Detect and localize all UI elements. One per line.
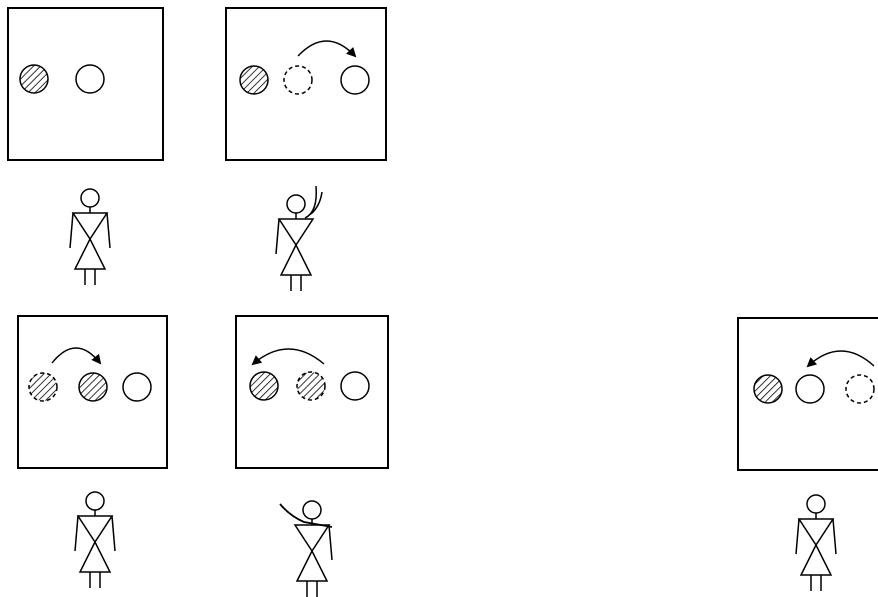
arrow-right: [297, 40, 357, 58]
arrow-left: [806, 350, 875, 368]
figure-head: [85, 491, 105, 511]
stick-figure-standing: [795, 494, 837, 591]
figure-left-arm: [74, 515, 79, 552]
figure-head: [302, 500, 322, 520]
stick-figure-standing: [74, 491, 116, 588]
hatched-circle-dashed: [28, 372, 58, 402]
figure-skirt: [799, 543, 833, 576]
empty-circle: [340, 65, 370, 95]
empty-circle: [122, 372, 152, 402]
figure-head: [286, 194, 306, 214]
hatched-circle: [239, 65, 269, 95]
figure-torso: [293, 524, 331, 553]
figure-right-arm: [328, 524, 333, 561]
figure-torso: [797, 518, 835, 547]
hatched-circle-dashed: [296, 371, 326, 401]
figure-right-arm-outline: [310, 191, 323, 215]
arrow-left: [251, 348, 325, 366]
figure-left-arm: [275, 218, 280, 255]
stick-figure-right-arm-raised: [275, 185, 323, 291]
figure-right-arm: [106, 212, 111, 249]
figure-skirt: [295, 549, 329, 582]
panel-bottom-left: [17, 315, 168, 588]
panel-top-second: [225, 7, 387, 291]
figure-skirt: [279, 243, 313, 276]
figure-head: [806, 494, 826, 514]
figure-right-arm: [111, 515, 116, 552]
figure-torso: [76, 515, 114, 544]
arrow-right: [51, 347, 102, 365]
figure-skirt: [78, 540, 112, 573]
empty-circle-dashed: [845, 374, 875, 404]
stick-figure-standing: [69, 188, 111, 285]
figure-torso: [277, 218, 315, 247]
figure-right-arm: [832, 518, 837, 555]
figure-left-arm: [795, 518, 800, 555]
hatched-circle: [19, 64, 49, 94]
figure-torso: [71, 212, 109, 241]
empty-circle: [795, 374, 825, 404]
panel-bottom-right: [737, 317, 878, 591]
hatched-circle: [753, 374, 783, 404]
figure-left-arm: [279, 503, 333, 528]
empty-circle: [340, 371, 370, 401]
empty-circle-dashed: [283, 65, 313, 95]
empty-circle: [75, 64, 105, 94]
panel-bottom-second: [235, 315, 389, 597]
panel-top-left: [7, 7, 164, 285]
hatched-circle: [78, 372, 108, 402]
figure-head: [80, 188, 100, 208]
stick-figure-left-arm-raised: [279, 500, 333, 597]
figure-skirt: [73, 237, 107, 270]
figure-right-arm: [304, 185, 318, 219]
hatched-circle: [249, 371, 279, 401]
figure-left-arm: [69, 212, 74, 249]
